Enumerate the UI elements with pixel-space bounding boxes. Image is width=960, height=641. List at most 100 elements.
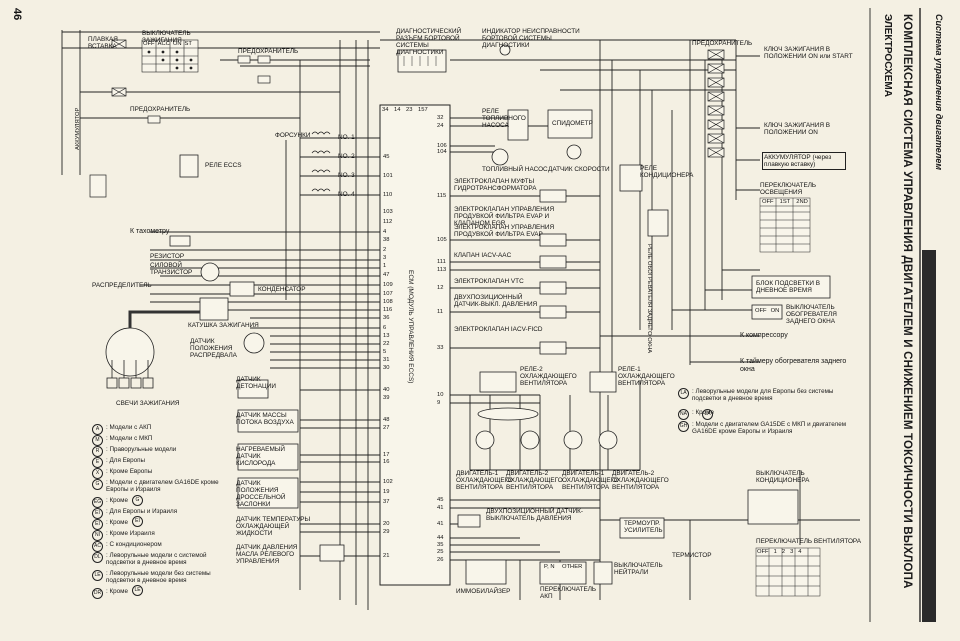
ecm-pin-right: 25 — [437, 549, 444, 555]
page-subtitle: ЭЛЕКТРОСХЕМА — [882, 14, 893, 97]
legend-text: : Кроме — [106, 519, 129, 526]
ecm-pin-left: 157 — [418, 107, 428, 113]
ecm-pin-left: 27 — [383, 425, 390, 431]
section-header: Система управления двигателем — [934, 14, 944, 171]
legend-item: A : Модели с АКП — [92, 424, 224, 435]
ecm-pin-left: 21 — [383, 553, 390, 559]
dual-pressure2-label: ДВУХПОЗИЦИОННЫЙ ДАТЧИК-ВЫКЛЮЧАТЕЛЬ ДАВЛЕ… — [486, 508, 583, 522]
legend-text: : Кроме — [106, 497, 129, 504]
inhibitor-label: ПЕРЕКЛЮЧАТЕЛЬ АКП — [540, 586, 597, 600]
pn-label: P, N — [544, 564, 555, 570]
ecm-pin-right: 115 — [437, 193, 447, 199]
maf-sensor-label: ДАТЧИК МАССЫ ПОТОКА ВОЗДУХА — [236, 412, 294, 426]
fan-relay2-label: РЕЛЕ-2 ОХЛАЖДАЮЩЕГО ВЕНТИЛЯТОРА — [520, 366, 577, 387]
ecm-pin-right: 9 — [437, 400, 441, 406]
torque-sol-label: ЭЛЕКТРОКЛАПАН МУФТЫ ГИДРОТРАНСФОРМАТОРА — [454, 178, 537, 192]
fan-relay1-label: РЕЛЕ-1 ОХЛАЖДАЮЩЕГО ВЕНТИЛЯТОРА — [618, 366, 675, 387]
ecm-pin-right: 10 — [437, 392, 444, 398]
legend-text: : Леворульные модели с системой подсветк… — [106, 552, 207, 566]
ign-col-acc: ACC — [157, 41, 170, 47]
other-label: OTHER — [562, 564, 583, 570]
to-compressor-label: К компрессору — [740, 332, 788, 339]
eccs-relay-label: РЕЛЕ ECCS — [205, 162, 242, 169]
legend-item: G : Модели с двигателем GA16DE кроме Евр… — [92, 479, 224, 493]
legend-text: : Для Европы и Израиля — [106, 508, 178, 515]
ecm-pin-left: 109 — [383, 282, 393, 288]
ecm-pin-right: 106 — [437, 143, 447, 149]
legend-right-item: GH : Модели с двигателем GA15DE с МКП и … — [678, 421, 852, 435]
legend-item: LE : Леворульные модели без системы подс… — [92, 570, 224, 584]
ecm-pin-left: 14 — [394, 107, 401, 113]
legend-item: DR : Кроме — [92, 588, 224, 599]
rear-defog-relay-label: РЕЛЕ ОБОГРЕВАТЕЛЯ ЗАДНЕГО ОКНА — [646, 244, 652, 354]
legend-tag-g: G — [132, 495, 146, 506]
spark-plugs-label: СВЕЧИ ЗАЖИГАНИЯ — [116, 400, 180, 407]
legend-item: X : Кроме Европы — [92, 468, 224, 479]
legend-item: EG : Кроме — [92, 497, 224, 508]
fan-motor1b-label: ДВИГАТЕЛЬ-1 ОХЛАЖДАЮЩЕГО ВЕНТИЛЯТОРА — [562, 470, 619, 491]
ecm-pin-right: 111 — [437, 259, 446, 265]
fuse-left-label: ПРЕДОХРАНИТЕЛЬ — [130, 106, 191, 113]
knock-sensor-label: ДАТЧИК ДЕТОНАЦИИ — [236, 376, 276, 390]
ecm-pin-right: 35 — [437, 542, 444, 548]
iacv-ficd-label: ЭЛЕКТРОКЛАПАН IACV-FICD — [454, 326, 543, 333]
battery-fuse-label: АККУМУЛЯТОР (через плавкую вставку) — [762, 152, 846, 170]
legend-tag-le: LE — [132, 585, 146, 596]
ign-col-off: OFF — [143, 41, 155, 47]
legend-text: : С кондиционером — [106, 541, 162, 548]
legend-code: M — [92, 435, 103, 446]
legend-text: : Модели с МКП — [106, 435, 153, 442]
legend-code: EI — [92, 519, 103, 530]
legend-item: AC : С кондиционером — [92, 541, 224, 552]
resistor-label: РЕЗИСТОР — [150, 253, 185, 260]
ecm-pin-right: 12 — [437, 285, 444, 291]
iacv-aac-label: КЛАПАН IACV-AAC — [454, 252, 512, 259]
ecm-pin-right: 44 — [437, 535, 444, 541]
legend-code: X — [92, 468, 103, 479]
fuse-top-label: ПРЕДОХРАНИТЕЛЬ — [238, 48, 299, 55]
ecm-pin-left: 36 — [383, 315, 390, 321]
ecm-pin-left: 13 — [383, 333, 390, 339]
ecm-pin-left: 30 — [383, 365, 390, 371]
legend-code: LA — [678, 388, 689, 399]
legend-tag-la: LA — [702, 409, 716, 420]
page-number: 46 — [11, 8, 23, 21]
legend-text: : Кроме — [692, 409, 715, 416]
ecm-pin-left: 17 — [383, 452, 390, 458]
ecm-pin-left: 1 — [383, 263, 387, 269]
fan-motor2-label: ДВИГАТЕЛЬ-2 ОХЛАЖДАЮЩЕГО ВЕНТИЛЯТОРА — [506, 470, 563, 491]
legend-item: R : Праворульные модели — [92, 446, 224, 457]
ecm-pin-left: 29 — [383, 529, 390, 535]
legend-code: DR — [92, 588, 103, 599]
ecm-pin-right: 24 — [437, 123, 444, 129]
legend-text: : Кроме Израиля — [106, 530, 155, 537]
ecm-pin-right: 104 — [437, 149, 447, 155]
dist-position-label: ДАТЧИК ПОЛОЖЕНИЯ РАСПРЕДВАЛА — [190, 338, 237, 359]
legend-code: R — [92, 446, 103, 457]
legend-item: DL : Леворульные модели с системой подсв… — [92, 552, 224, 566]
injector-4: NO. 4 — [338, 191, 355, 198]
ac-relay-label: РЕЛЕ КОНДИЦИОНЕРА — [640, 165, 694, 179]
ecm-pin-left: 34 — [382, 107, 389, 113]
condenser-label: КОНДЕНСАТОР — [258, 286, 306, 293]
ecm-pin-left: 116 — [383, 307, 393, 313]
speed-sensor-label: ДАТЧИК СКОРОСТИ — [548, 166, 610, 173]
rear-defog-switch-label: ВЫКЛЮЧАТЕЛЬ ОБОГРЕВАТЕЛЯ ЗАДНЕГО ОКНА — [786, 304, 837, 325]
ecm-pin-left: 47 — [383, 272, 390, 278]
ecm-label: ECM (МОДУЛЬ УПРАВЛЕНИЯ ECCS) — [407, 270, 414, 384]
power-transistor-label: СИЛОВОЙ ТРАНЗИСТОР — [150, 262, 193, 276]
injector-3: NO. 3 — [338, 172, 355, 179]
ecm-pin-right: 41 — [437, 521, 444, 527]
legend-code: EI — [92, 508, 103, 519]
speedometer-label: СПИДОМЕТР — [552, 120, 593, 127]
ign-col-on: ON — [172, 41, 182, 47]
ecm-pin-right: 45 — [437, 497, 444, 503]
ecm-pin-left: 37 — [383, 499, 390, 505]
fuse-label: ПЛАВКАЯ ВСТАВКА — [88, 36, 118, 50]
coolant-temp-label: ДАТЧИК ТЕМПЕРАТУРЫ ОХЛАЖДАЮЩЕЙ ЖИДКОСТИ — [236, 516, 311, 537]
legend-code: E — [92, 457, 103, 468]
thermistor-label: ТЕРМИСТОР — [672, 552, 712, 559]
ign-switch-label: ВЫКЛЮЧАТЕЛЬ ЗАЖИГАНИЯ — [142, 30, 191, 44]
legend-item: EI : Кроме — [92, 519, 224, 530]
